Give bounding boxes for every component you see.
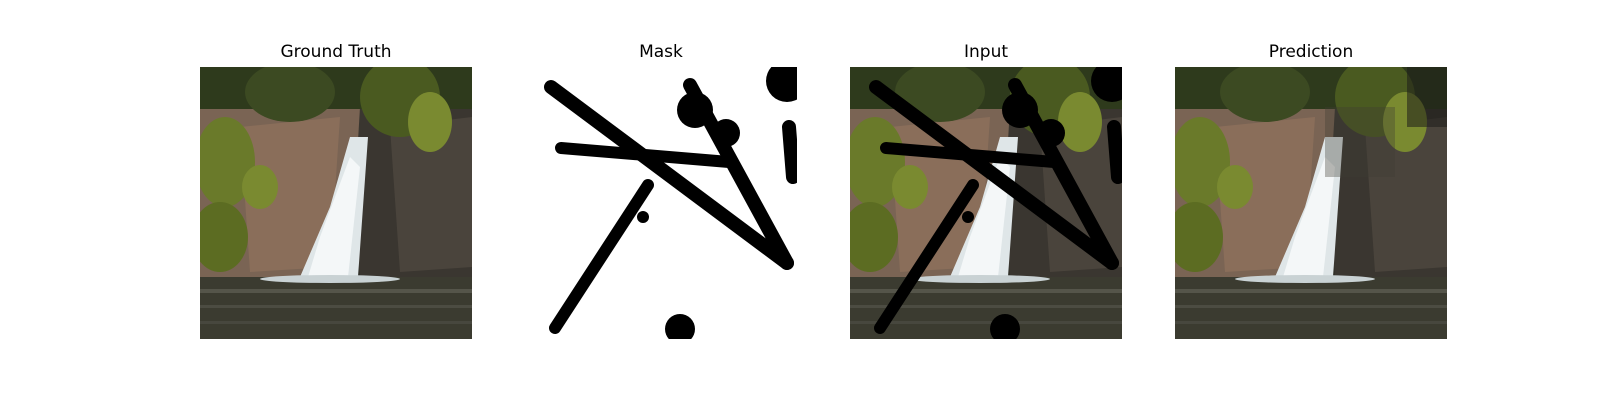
panel-title: Ground Truth (280, 42, 392, 62)
panel-title: Input (963, 42, 1009, 62)
ground-truth-image (200, 67, 472, 339)
prediction-image (1175, 67, 1447, 339)
input-image (850, 67, 1122, 339)
panel-title: Prediction (1268, 42, 1354, 62)
mask-image (525, 67, 797, 339)
panel-title: Mask (639, 42, 683, 62)
